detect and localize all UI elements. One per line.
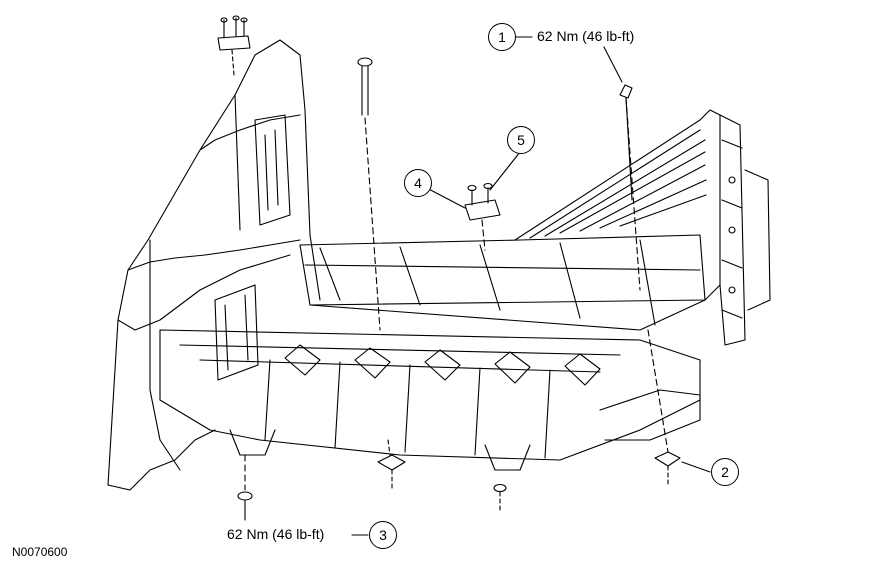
callout-1-torque-label: 62 Nm (46 lb-ft) [537, 28, 635, 44]
retainer-lower-center [377, 439, 507, 513]
bracket-4-5 [464, 182, 501, 251]
callout-leaders [351, 36, 711, 536]
hardware-top-left [217, 15, 251, 76]
callout-3-torque-label: 62 Nm (46 lb-ft) [227, 526, 325, 542]
nut-2 [647, 329, 681, 485]
bolt-top-left-rail [357, 57, 381, 331]
bolt-3 [237, 454, 253, 521]
callout-4-bubble: 4 [404, 169, 432, 197]
underbody-crossmembers [159, 329, 701, 471]
callout-1-bubble: 1 [488, 23, 516, 51]
callout-2-bubble: 2 [711, 458, 739, 486]
bed-floor [299, 234, 706, 331]
figure-id: N0070600 [12, 545, 68, 559]
left-bedside-panel [107, 39, 321, 491]
callout-5-bubble: 5 [507, 126, 535, 154]
bolt-1 [619, 84, 641, 291]
callout-3-bubble: 3 [369, 521, 397, 549]
front-bulkhead [514, 109, 771, 346]
